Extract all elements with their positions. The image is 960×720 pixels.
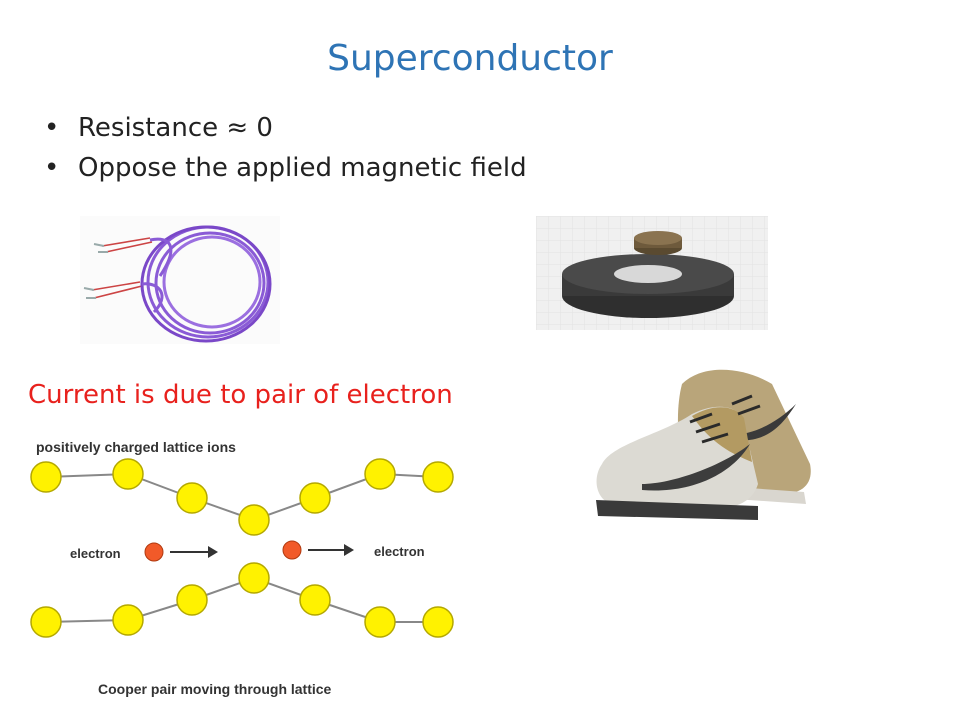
lattice-ion (422, 461, 454, 493)
lattice-ion (176, 584, 208, 616)
slide-title: Superconductor (327, 38, 613, 79)
bullet-magnetic-field: Oppose the applied magnetic field (44, 148, 527, 188)
left-electron-label: electron (70, 546, 121, 561)
lattice-ion (30, 606, 62, 638)
electron-left (144, 542, 164, 562)
arrow-right-icon (170, 546, 218, 558)
right-electron-label: electron (374, 544, 425, 559)
lattice-ion (364, 606, 396, 638)
lattice-ion (299, 482, 331, 514)
lattice-ions-label: positively charged lattice ions (36, 439, 236, 455)
cooper-pair-label: Cooper pair moving through lattice (98, 681, 332, 697)
lattice-ion (176, 482, 208, 514)
lattice-ion (112, 458, 144, 490)
sneakers-image (582, 344, 822, 530)
lattice-ion (364, 458, 396, 490)
arrow-right-icon (308, 544, 354, 556)
bullet-resistance: Resistance ≈ 0 (44, 108, 527, 148)
lattice-ion (238, 504, 270, 536)
lattice-ion (238, 562, 270, 594)
bullet-list: Resistance ≈ 0 Oppose the applied magnet… (44, 108, 527, 188)
cooper-pair-caption: Current is due to pair of electron (28, 380, 453, 410)
cooper-pair-lattice-diagram: positively charged lattice ions (30, 432, 470, 707)
lattice-ion (422, 606, 454, 638)
magnetic-levitation-image (536, 216, 768, 330)
electron-right (282, 540, 302, 560)
lattice-ion (299, 584, 331, 616)
superconducting-cable-image (80, 216, 280, 344)
lattice-ion (30, 461, 62, 493)
lattice-ion (112, 604, 144, 636)
